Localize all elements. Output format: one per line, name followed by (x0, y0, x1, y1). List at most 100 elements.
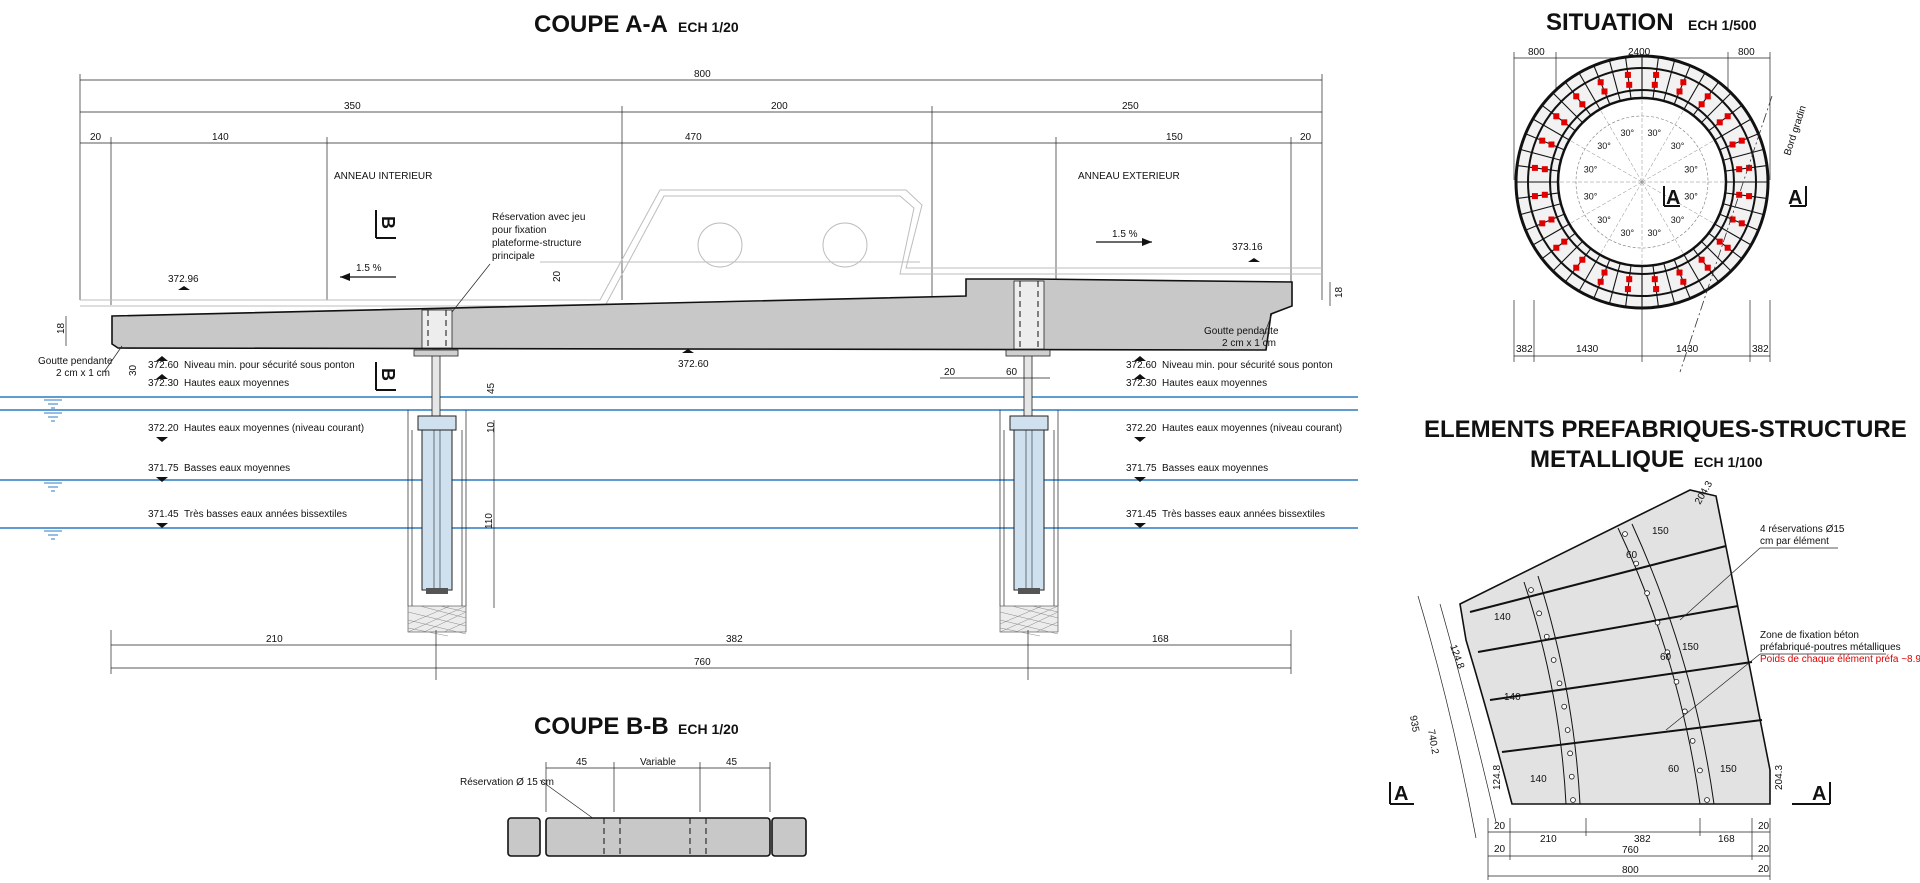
ring-anchor-point (1626, 276, 1633, 283)
ring-rib (1552, 241, 1583, 272)
svg-text:Hautes eaux moyennes: Hautes eaux moyennes (184, 378, 289, 389)
dim-470: 470 (685, 132, 702, 143)
svg-text:pour fixation: pour fixation (492, 225, 546, 236)
goutte-note-left: Goutte pendante 2 cm x 1 cm (38, 345, 123, 379)
slope-left: 1.5 % (340, 263, 396, 281)
ring-anchor-point (1573, 93, 1580, 100)
svg-text:60: 60 (1668, 764, 1680, 775)
svg-text:A: A (1788, 187, 1802, 209)
svg-text:préfabriqué-poutres métallique: préfabriqué-poutres métalliques (1760, 642, 1901, 653)
ring-anchor-point (1597, 278, 1604, 285)
ring-anchor-point (1746, 193, 1753, 200)
bolt (1567, 750, 1573, 757)
level-372-60-mid: 372.60 (678, 359, 709, 370)
dim-200: 200 (771, 101, 788, 112)
svg-text:382: 382 (1634, 834, 1651, 845)
segment-joint (1477, 605, 1739, 653)
dim-250: 250 (1122, 101, 1139, 112)
ring-anchor-point (1601, 269, 1608, 276)
bolt (1528, 587, 1534, 593)
ring-anchor-point (1624, 71, 1631, 78)
ring-anchor-point (1573, 264, 1580, 271)
svg-text:2 cm x 1 cm: 2 cm x 1 cm (56, 368, 110, 379)
svg-text:Hautes eaux moyennes (niveau c: Hautes eaux moyennes (niveau courant) (184, 423, 364, 434)
svg-text:740.2: 740.2 (1425, 729, 1440, 756)
svg-text:760: 760 (694, 657, 711, 668)
ring-anchor-point (1601, 88, 1608, 95)
svg-text:124.8: 124.8 (1492, 765, 1503, 790)
dim-20-right: 20 (1300, 132, 1312, 143)
ring-angle-label: 30° (1671, 215, 1685, 225)
svg-text:20: 20 (1758, 844, 1770, 855)
beam-left-a (1523, 581, 1567, 805)
situation-section-a-marker: A A (1663, 186, 1807, 209)
ring-anchor-point (1676, 88, 1683, 95)
elements-title-2: METALLIQUE (1530, 446, 1684, 473)
ring-axis (1641, 181, 1685, 255)
elements-section: ELEMENTS PREFABRIQUES-STRUCTURE METALLIQ… (1389, 416, 1920, 880)
ring-angle-label: 30° (1621, 228, 1635, 238)
ring-angle-label: 30° (1584, 191, 1598, 201)
svg-text:20: 20 (1758, 864, 1770, 875)
svg-text:150: 150 (1720, 764, 1737, 775)
svg-text:4 réservations Ø15: 4 réservations Ø15 (1760, 524, 1845, 535)
dim-18-right: 18 (1334, 286, 1345, 298)
ring-anchor-point (1624, 286, 1631, 293)
svg-text:Poids de chaque élément préfa: Poids de chaque élément préfa ~8.9 t (1760, 654, 1920, 665)
svg-text:20: 20 (1494, 844, 1506, 855)
ring-rib (1532, 223, 1570, 246)
ring-axis (1641, 109, 1685, 183)
ring-axis (1599, 109, 1643, 183)
ring-anchor-point (1653, 286, 1660, 293)
svg-text:371.45: 371.45 (148, 509, 179, 520)
svg-text:cm par élément: cm par élément (1760, 536, 1829, 547)
ring-anchor-point (1729, 141, 1736, 148)
bolt (1561, 703, 1567, 710)
prefab-segment-plan (1417, 489, 1771, 839)
svg-text:Réservation avec jeu: Réservation avec jeu (492, 212, 585, 223)
bord-gradin-label: Bord gradin (1782, 104, 1808, 157)
dim-45: 45 (486, 382, 497, 394)
svg-text:Niveau min. pour sécurité sous: Niveau min. pour sécurité sous ponton (1162, 360, 1333, 371)
ring-anchor-point (1676, 269, 1683, 276)
ring-anchor-point (1579, 101, 1586, 108)
svg-text:45: 45 (576, 757, 588, 768)
level-373-16: 373.16 (1232, 242, 1263, 253)
section-marker-b-top: B (375, 210, 398, 239)
svg-text:124.8: 124.8 (1447, 643, 1466, 671)
svg-text:371.75: 371.75 (1126, 463, 1157, 474)
ring-anchor-point (1680, 278, 1687, 285)
ring-rib (1608, 262, 1621, 304)
svg-text:150: 150 (1682, 642, 1699, 653)
elements-bottom-dimensions: 20 20 20 210 382 168 20 760 20 800 (1487, 818, 1771, 880)
ring-anchor-point (1539, 137, 1546, 144)
bolt (1704, 797, 1710, 803)
svg-text:B: B (378, 368, 398, 381)
svg-text:372.30: 372.30 (1126, 378, 1157, 389)
ring-rib (1701, 241, 1732, 272)
svg-text:Très basses eaux années bissex: Très basses eaux années bissextiles (184, 509, 347, 520)
dim-arc-935 (1417, 595, 1477, 839)
dim-20-left: 20 (90, 132, 102, 143)
svg-text:20: 20 (1758, 821, 1770, 832)
svg-text:168: 168 (1152, 634, 1169, 645)
svg-text:800: 800 (1622, 865, 1639, 876)
svg-text:Très basses eaux années bissex: Très basses eaux années bissextiles (1162, 509, 1325, 520)
svg-text:204.3: 204.3 (1774, 765, 1785, 790)
situation-scale: ECH 1/500 (1688, 17, 1757, 33)
dim-110: 110 (484, 513, 495, 529)
svg-text:760: 760 (1622, 845, 1639, 856)
ring-anchor-point (1548, 216, 1555, 223)
ring-angle-label: 30° (1684, 191, 1698, 201)
svg-text:382: 382 (726, 634, 743, 645)
segment-joint (1469, 545, 1727, 613)
ring-anchor-point (1531, 164, 1538, 171)
ring-rib (1532, 118, 1570, 141)
dim-10: 10 (486, 421, 497, 433)
ring-axis (1641, 181, 1715, 225)
ring-anchor-point (1704, 93, 1711, 100)
svg-text:210: 210 (266, 634, 283, 645)
svg-text:Goutte pendante: Goutte pendante (1204, 326, 1279, 337)
bolt (1697, 767, 1703, 774)
